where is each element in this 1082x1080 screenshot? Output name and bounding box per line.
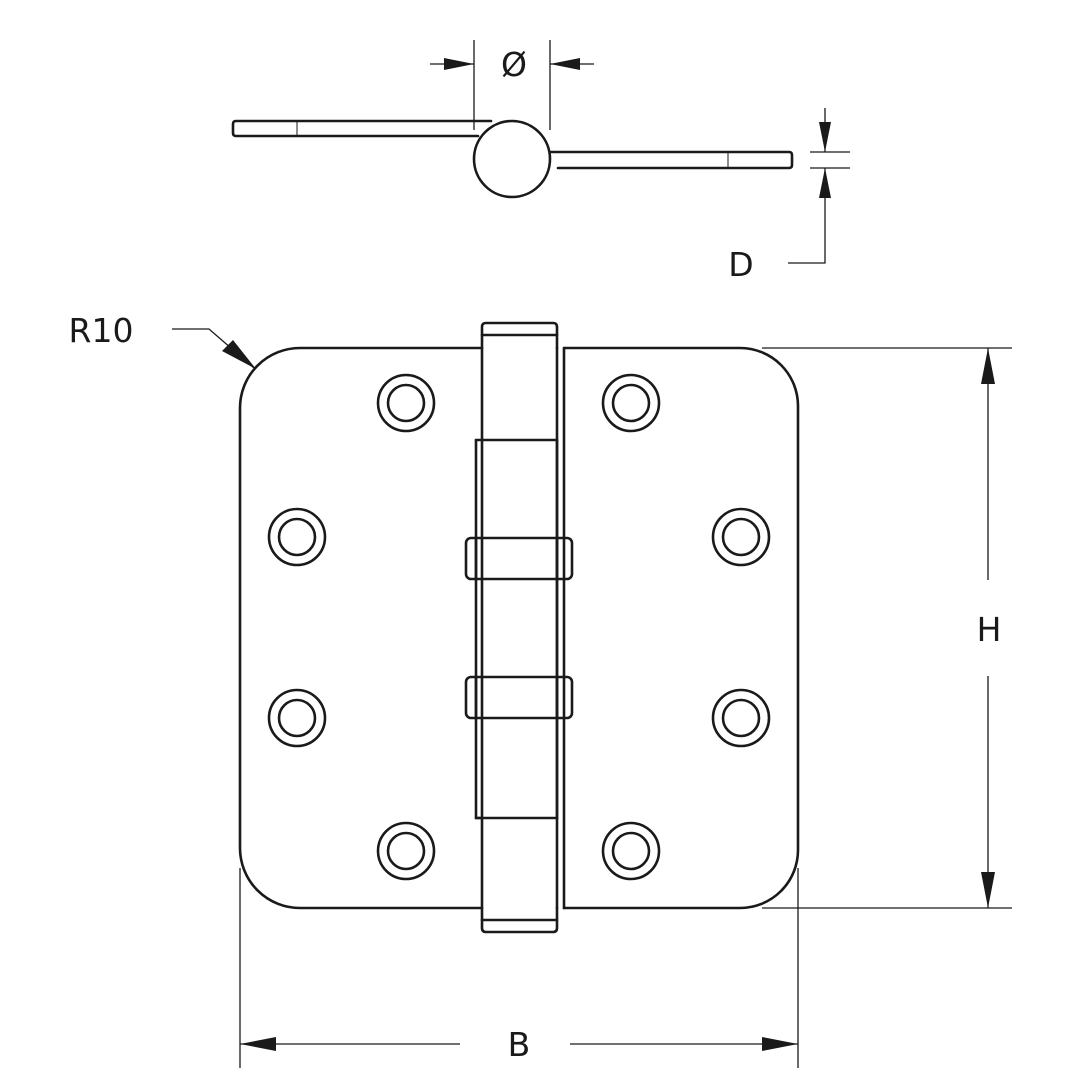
radius-leader — [172, 328, 255, 369]
radius-callout: R10 — [69, 311, 256, 369]
left-leaf-outline — [238, 346, 484, 910]
radius-label: R10 — [69, 311, 134, 350]
knuckle-barrel — [464, 321, 574, 934]
diameter-label: Ø — [501, 45, 527, 84]
ball-bearing-upper — [464, 536, 574, 581]
height-dimension: H — [762, 347, 1012, 909]
width-label: B — [508, 1025, 531, 1064]
barrel-bottom-cap — [480, 906, 559, 934]
thickness-label: D — [728, 245, 753, 284]
left-leaf-profile — [231, 119, 493, 138]
width-dimension: B — [239, 868, 799, 1068]
screw-hole-right-1 — [601, 373, 661, 433]
diameter-arrow-right — [550, 58, 580, 70]
height-label: H — [977, 610, 1002, 649]
diameter-dimension: Ø — [430, 40, 594, 130]
width-arrow-left — [240, 1037, 276, 1051]
height-arrow-bottom — [981, 872, 995, 908]
screw-hole-left-2 — [267, 507, 327, 567]
screw-hole-left-4 — [376, 821, 436, 881]
width-arrow-right — [762, 1037, 798, 1051]
screw-hole-left-3 — [267, 688, 327, 748]
thickness-leader-bottom — [788, 168, 826, 264]
hinge-front-view — [238, 321, 800, 934]
screw-hole-right-2 — [711, 507, 771, 567]
ball-bearing-lower — [464, 675, 574, 720]
screw-hole-right-3 — [711, 688, 771, 748]
thickness-dimension: D — [728, 108, 850, 284]
radius-arrow — [222, 340, 256, 369]
barrel-top-cap — [480, 321, 559, 350]
right-leaf-outline — [562, 346, 800, 910]
screw-holes — [267, 373, 771, 881]
hinge-knuckle — [472, 119, 552, 199]
height-arrow-top — [981, 348, 995, 384]
diameter-arrow-left — [444, 58, 474, 70]
hinge-side-view — [231, 119, 794, 199]
thickness-arrow-top — [819, 122, 831, 152]
thickness-arrow-bottom — [819, 168, 831, 198]
screw-hole-left-1 — [376, 373, 436, 433]
screw-hole-right-4 — [601, 821, 661, 881]
right-leaf-profile — [549, 150, 794, 170]
